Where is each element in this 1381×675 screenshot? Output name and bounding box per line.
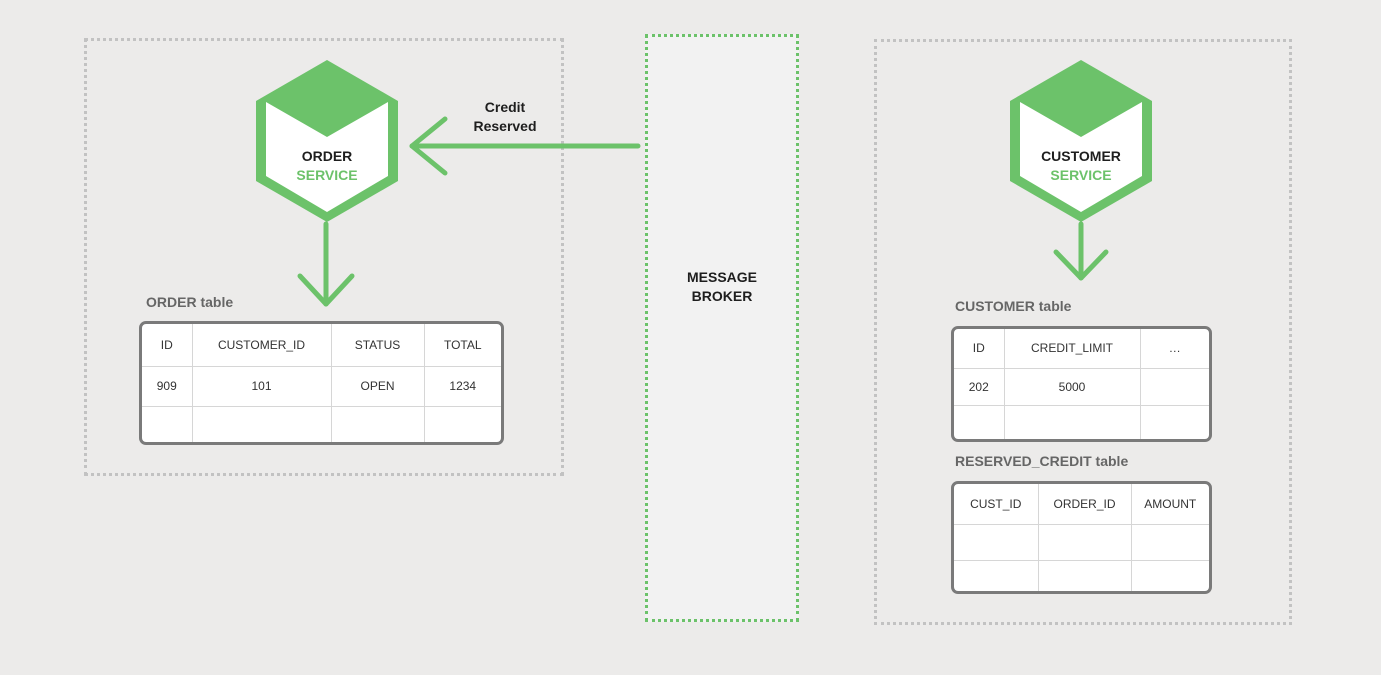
table-cell: 202: [954, 368, 1005, 406]
table-cell: 909: [142, 366, 193, 407]
table-cell: [954, 405, 1005, 439]
reserved-credit-table: CUST_ID ORDER_ID AMOUNT: [951, 481, 1212, 594]
column-header: CREDIT_LIMIT: [1004, 329, 1141, 369]
message-line-1: Credit: [484, 99, 526, 115]
table-cell: [142, 406, 193, 442]
table-header-row: ID CUSTOMER_ID STATUS TOTAL: [142, 324, 501, 367]
reserved-credit-table-title: RESERVED_CREDIT table: [955, 453, 1129, 469]
column-header: AMOUNT: [1131, 484, 1209, 525]
table-cell: 1234: [424, 366, 501, 407]
customer-service-zone: [874, 39, 1292, 625]
order-service-zone: [84, 38, 564, 476]
credit-reserved-arrow: [409, 116, 641, 176]
column-header: CUST_ID: [954, 484, 1039, 525]
table-header-row: CUST_ID ORDER_ID AMOUNT: [954, 484, 1209, 525]
customer-service-hexagon: [1010, 60, 1152, 222]
customer-table-title: CUSTOMER table: [955, 298, 1072, 314]
order-table-title: ORDER table: [146, 294, 234, 310]
order-table: ID CUSTOMER_ID STATUS TOTAL 909 101 OPEN…: [139, 321, 504, 445]
order-service-name: ORDER: [301, 148, 353, 164]
table-row: [954, 524, 1209, 561]
table-cell: OPEN: [331, 366, 425, 407]
table-row: 202 5000: [954, 368, 1209, 406]
table-cell: [954, 560, 1039, 591]
table-row: [142, 406, 501, 442]
column-header: ID: [954, 329, 1005, 369]
column-header: STATUS: [331, 324, 425, 367]
table-row: 909 101 OPEN 1234: [142, 366, 501, 407]
table-cell: [192, 406, 332, 442]
table-row: [954, 560, 1209, 591]
message-broker-zone: [645, 34, 799, 622]
broker-line-1: MESSAGE: [686, 269, 757, 285]
column-header: …: [1140, 329, 1209, 369]
order-service-suffix: SERVICE: [296, 167, 358, 183]
table-row: [954, 405, 1209, 439]
message-line-2: Reserved: [473, 118, 537, 134]
customer-service-label: CUSTOMER SERVICE: [1011, 147, 1151, 185]
table-header-row: ID CREDIT_LIMIT …: [954, 329, 1209, 369]
table-cell: [424, 406, 501, 442]
column-header: TOTAL: [424, 324, 501, 367]
customer-service-name: CUSTOMER: [1041, 148, 1121, 164]
table-cell: [1131, 524, 1209, 561]
customer-db-arrow: [1053, 221, 1109, 281]
table-cell: [1140, 405, 1209, 439]
column-header: CUSTOMER_ID: [192, 324, 332, 367]
message-broker-label: MESSAGE BROKER: [645, 268, 799, 306]
broker-line-2: BROKER: [691, 288, 753, 304]
customer-table: ID CREDIT_LIMIT … 202 5000: [951, 326, 1212, 442]
table-cell: [954, 524, 1039, 561]
customer-service-suffix: SERVICE: [1050, 167, 1112, 183]
table-cell: [1038, 560, 1132, 591]
table-cell: [1140, 368, 1209, 406]
column-header: ID: [142, 324, 193, 367]
table-cell: [1004, 405, 1141, 439]
credit-reserved-label: Credit Reserved: [450, 98, 560, 136]
table-cell: 101: [192, 366, 332, 407]
order-service-hexagon: [256, 60, 398, 222]
table-cell: 5000: [1004, 368, 1141, 406]
column-header: ORDER_ID: [1038, 484, 1132, 525]
table-cell: [1131, 560, 1209, 591]
order-service-label: ORDER SERVICE: [257, 147, 397, 185]
table-cell: [1038, 524, 1132, 561]
order-db-arrow: [297, 221, 355, 307]
table-cell: [331, 406, 425, 442]
